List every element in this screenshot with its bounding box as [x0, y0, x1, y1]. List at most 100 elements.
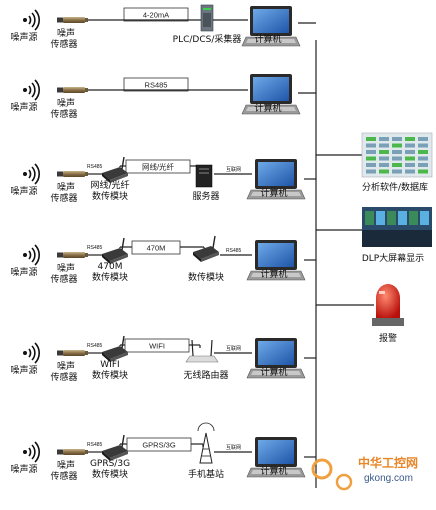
analysis-cell — [366, 137, 376, 141]
analysis-cell — [392, 143, 402, 148]
module-label-line2: 数传模块 — [92, 369, 128, 381]
computer-label: 计算机 — [254, 33, 281, 45]
analysis-cell — [366, 150, 376, 154]
sound-wave-icon — [22, 79, 41, 101]
module-label-line2: 数传模块 — [92, 190, 128, 202]
gear-icon — [311, 458, 333, 480]
gear-icon — [335, 473, 353, 491]
analysis-cell — [379, 156, 389, 161]
device-label: 手机基站 — [188, 468, 224, 480]
router-antenna-icon — [191, 339, 194, 357]
server-slot-icon — [199, 172, 209, 174]
data-transfer-module-icon — [101, 434, 129, 462]
rs485-label: RS485 — [87, 442, 103, 448]
analysis-cell — [418, 150, 428, 154]
analysis-cell — [366, 169, 376, 174]
signal-arc-icon — [197, 422, 215, 432]
link-label: 互联网 — [226, 345, 241, 352]
rs485-label: RS485 — [87, 245, 103, 251]
dlp-desk — [362, 230, 432, 247]
server-slot-icon — [199, 168, 209, 170]
dlp-panel — [398, 211, 407, 225]
module-label-line1: 470M — [98, 262, 123, 272]
plc-panel-icon — [203, 13, 211, 27]
dlp-panel — [376, 211, 385, 225]
sensor-label-line2: 传感器 — [50, 470, 77, 482]
computer-label: 计算机 — [260, 465, 287, 477]
computer-label: 计算机 — [260, 366, 287, 378]
sensor-label-line2: 传感器 — [50, 273, 77, 285]
analysis-cell — [405, 150, 415, 154]
watermark-text: 中华工控网 — [358, 455, 418, 470]
analysis-cell — [392, 150, 402, 154]
noise-source-label: 噪声源 — [10, 266, 37, 278]
sensor-label-line1: 噪声 — [57, 360, 75, 372]
protocol-label: 网线/光纤 — [142, 162, 175, 172]
dlp-panel — [420, 211, 429, 225]
sensor-label-line1: 噪声 — [57, 262, 75, 274]
analysis-cell — [418, 169, 428, 174]
analysis-cell — [379, 137, 389, 141]
protocol-box — [123, 7, 189, 22]
sensor-label-line1: 噪声 — [57, 27, 75, 39]
sound-wave-icon — [22, 163, 41, 185]
router-antenna-icon — [210, 339, 213, 357]
noise-source-label: 噪声源 — [10, 185, 37, 197]
sensor-label-line2: 传感器 — [50, 371, 77, 383]
sensor-label-line1: 噪声 — [57, 459, 75, 471]
analysis-cell — [392, 169, 402, 174]
noise-source-label: 噪声源 — [10, 31, 37, 43]
module-label-line1: 网线/光纤 — [90, 179, 129, 191]
protocol-label: 470M — [147, 244, 166, 253]
analysis-cell — [392, 137, 402, 141]
data-transfer-module-icon — [192, 235, 220, 263]
noise-source-label: 噪声源 — [10, 463, 37, 475]
protocol-label: WIFI — [149, 342, 165, 351]
device-label: 无线路由器 — [183, 369, 228, 381]
module-label-line1: GPRS/3G — [90, 459, 130, 469]
noise-sensor-icon — [57, 252, 88, 258]
server-icon — [195, 164, 213, 188]
data-transfer-module-icon — [101, 156, 129, 184]
dlp-panel — [409, 211, 418, 225]
protocol-label: GPRS/3G — [142, 441, 176, 450]
alarm-label: 报警 — [379, 332, 397, 344]
base-station-tower-icon — [199, 432, 213, 464]
analysis-cell — [366, 143, 376, 148]
analysis-cell — [418, 143, 428, 148]
rs485-label: RS485 — [87, 343, 103, 349]
alarm-glint — [379, 291, 385, 294]
dlp-label: DLP大屏幕显示 — [362, 252, 424, 264]
noise-sensor-icon — [57, 87, 88, 93]
data-transfer-module-icon — [101, 237, 129, 265]
analysis-cell — [405, 169, 415, 174]
link-label: 互联网 — [226, 166, 241, 173]
analysis-cell — [379, 169, 389, 174]
sensor-label-line1: 噪声 — [57, 181, 75, 193]
analysis-cell — [392, 163, 402, 167]
rs485-label: RS485 — [87, 164, 103, 170]
analysis-cell — [418, 156, 428, 161]
module-label-line2: 数传模块 — [92, 468, 128, 480]
module-label-line2: 数传模块 — [92, 271, 128, 283]
analysis-cell — [366, 156, 376, 161]
device-label: 服务器 — [192, 190, 219, 202]
computer-label: 计算机 — [254, 102, 281, 114]
dlp-panel — [365, 211, 374, 225]
protocol-label: RS485 — [145, 81, 168, 90]
computer-label: 计算机 — [260, 268, 287, 280]
module-label-line1: WIFI — [100, 360, 119, 370]
analysis-cell — [405, 143, 415, 148]
analysis-cell — [379, 143, 389, 148]
analysis-cell — [392, 156, 402, 161]
alarm-base-icon — [372, 318, 404, 326]
sound-wave-icon — [22, 342, 41, 364]
computer-label: 计算机 — [260, 187, 287, 199]
sensor-label-line2: 传感器 — [50, 38, 77, 50]
alarm-light-icon — [376, 284, 400, 318]
protocol-label: 4-20mA — [143, 11, 169, 20]
data-transfer-module-icon — [101, 335, 129, 363]
noise-sensor-icon — [57, 449, 88, 455]
protocol-box — [123, 77, 189, 92]
